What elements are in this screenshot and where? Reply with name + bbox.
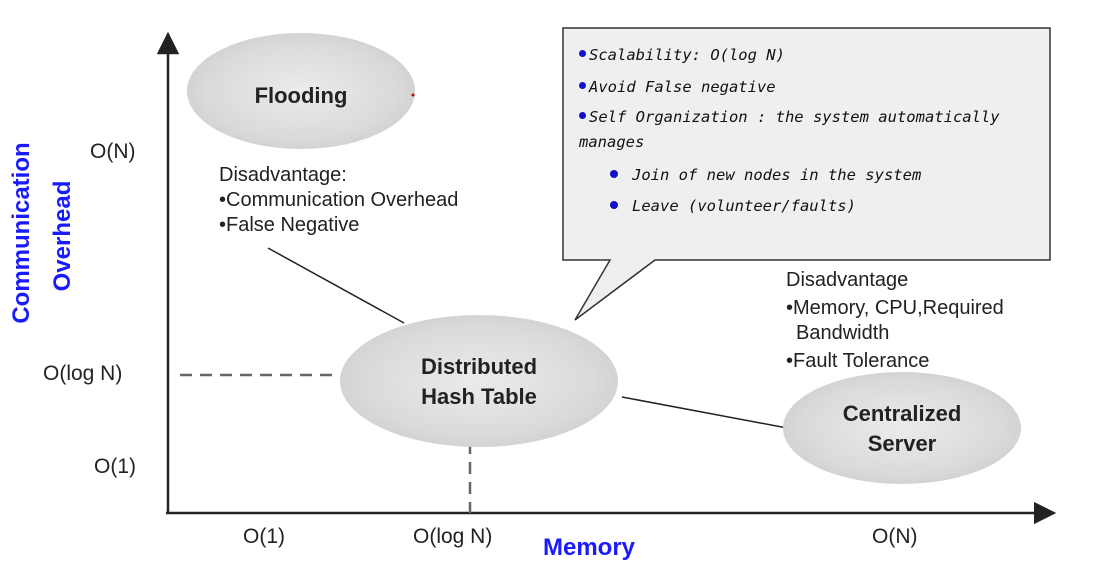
flooding-note-item: •False Negative bbox=[219, 214, 360, 236]
callout-item: Scalability: O(log N) bbox=[579, 45, 1000, 77]
dht-label-line2: Hash Table bbox=[421, 384, 537, 409]
flooding-ellipse bbox=[187, 33, 415, 149]
callout-item: Self Organization : the system automatic… bbox=[579, 107, 1000, 132]
callout-subitem-text: Leave (volunteer/faults) bbox=[632, 197, 856, 215]
flooding-note-item: •Communication Overhead bbox=[219, 189, 459, 211]
bullet-icon bbox=[579, 82, 586, 89]
flooding-label: Flooding bbox=[201, 81, 401, 111]
callout-item: Avoid False negative bbox=[579, 77, 1000, 107]
y-tick-1: O(1) bbox=[94, 455, 136, 478]
y-tick-logn: O(log N) bbox=[43, 362, 123, 385]
y-tick-n: O(N) bbox=[90, 140, 136, 163]
flooding-note: Disadvantage: •Communication Overhead •F… bbox=[219, 163, 458, 238]
central-label: Centralized Server bbox=[792, 399, 1012, 459]
x-tick-1: O(1) bbox=[243, 525, 285, 548]
central-note-title: Disadvantage bbox=[786, 269, 909, 291]
callout-subitem: Leave (volunteer/faults) bbox=[579, 196, 1000, 221]
dht-callout-bubble bbox=[562, 27, 1051, 321]
callout-item-text: Scalability: O(log N) bbox=[589, 46, 785, 64]
x-axis-title: Memory bbox=[543, 534, 636, 561]
callout-item-text: Self Organization : the system automatic… bbox=[589, 108, 1000, 126]
central-note-item: •Fault Tolerance bbox=[786, 350, 930, 372]
callout-subitem-text: Join of new nodes in the system bbox=[632, 166, 922, 184]
dht-label: Distributed Hash Table bbox=[369, 352, 589, 412]
central-note-item: •Memory, CPU,Required bbox=[786, 297, 1004, 319]
bullet-icon bbox=[579, 50, 586, 57]
callout-subitem: Join of new nodes in the system bbox=[579, 165, 1000, 196]
callout-item-text: Avoid False negative bbox=[589, 78, 776, 96]
central-label-line1: Centralized bbox=[842, 401, 962, 426]
y-axis-title-line2: Overhead bbox=[49, 180, 76, 292]
y-axis-title-line1: Communication bbox=[8, 142, 35, 324]
central-note: Disadvantage •Memory, CPU,Required Bandw… bbox=[786, 268, 1004, 374]
dht-callout-text: Scalability: O(log N) Avoid False negati… bbox=[579, 45, 1000, 221]
central-note-connector bbox=[621, 396, 804, 432]
flooding-note-title: Disadvantage: bbox=[219, 164, 347, 186]
bullet-icon bbox=[579, 112, 586, 119]
callout-item-text: manages bbox=[579, 133, 645, 151]
central-label-line2: Server bbox=[867, 431, 937, 456]
bullet-icon bbox=[610, 200, 618, 209]
stray-dot bbox=[411, 93, 415, 97]
callout-item: manages bbox=[579, 132, 1000, 165]
bullet-icon bbox=[610, 169, 618, 178]
flooding-note-connector bbox=[267, 247, 405, 324]
central-ellipse bbox=[783, 372, 1021, 484]
dht-label-line1: Distributed bbox=[420, 354, 538, 379]
central-note-item: Bandwidth bbox=[796, 322, 890, 344]
x-tick-logn: O(log N) bbox=[413, 525, 493, 548]
flooding-label-text: Flooding bbox=[254, 83, 348, 108]
dht-ellipse bbox=[340, 315, 618, 447]
x-tick-n: O(N) bbox=[872, 525, 918, 548]
